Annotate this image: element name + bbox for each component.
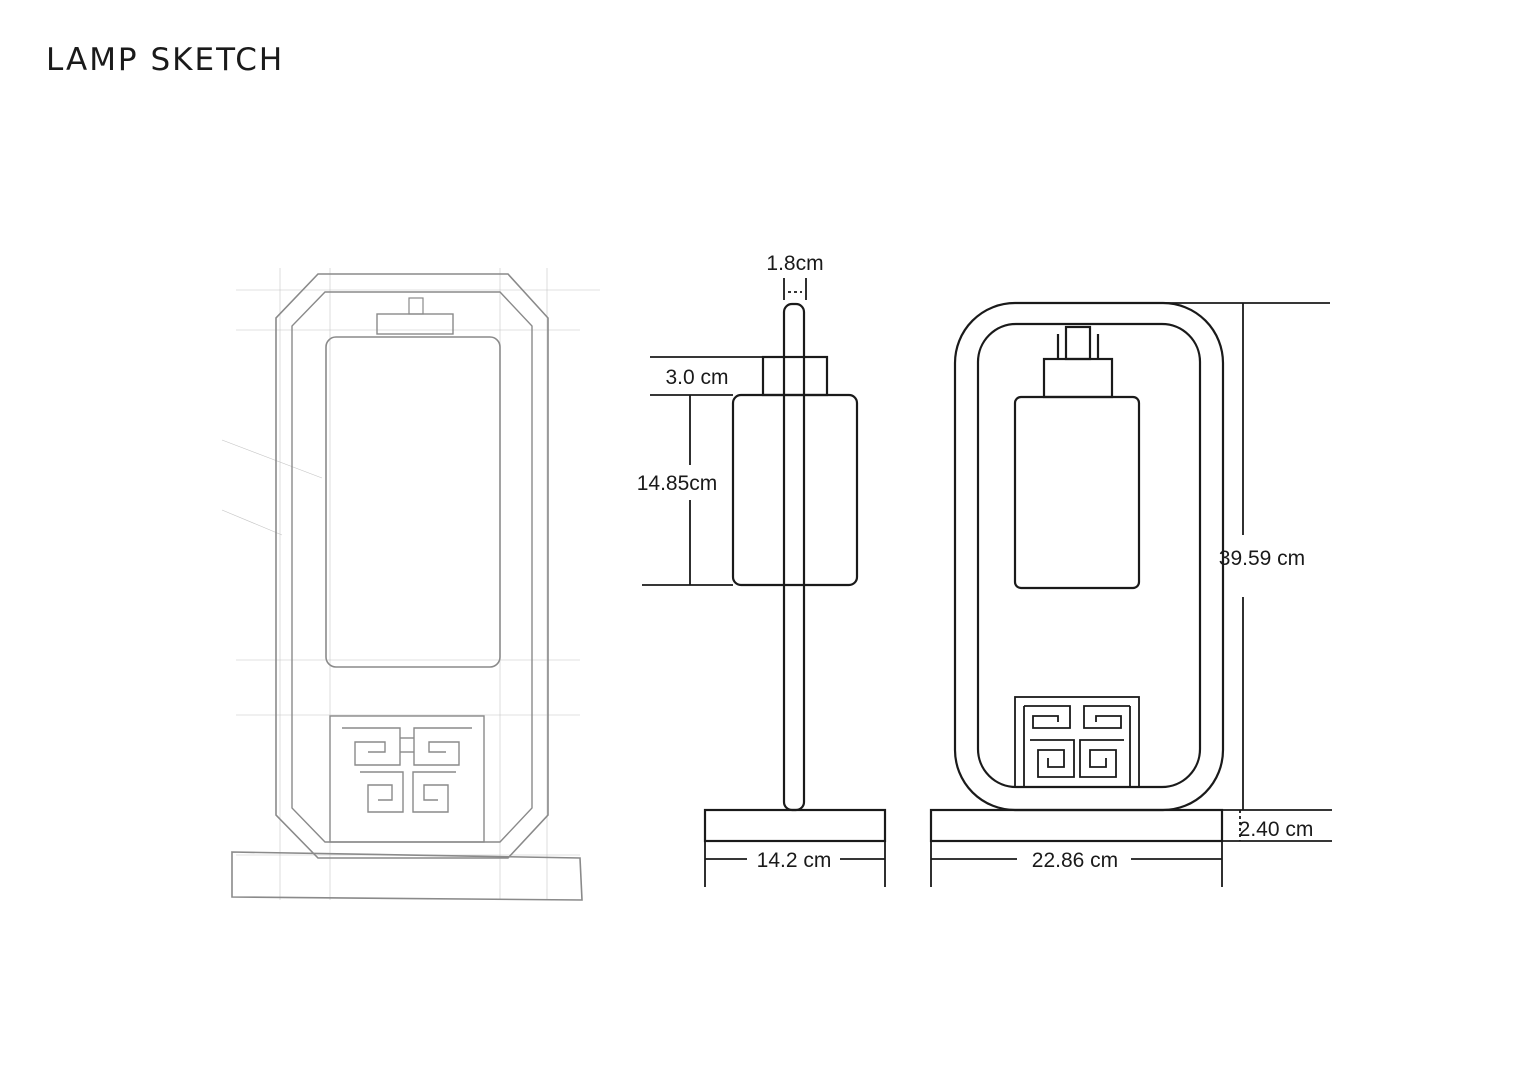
front-view-dimension-lines bbox=[930, 302, 1332, 887]
dim-rod-width: 1.8cm bbox=[766, 252, 823, 275]
side-view-rod bbox=[782, 302, 806, 812]
dim-shade-height: 14.85cm bbox=[637, 472, 718, 495]
dim-front-base-width: 22.86 cm bbox=[1032, 849, 1118, 872]
sketch-inner-frame bbox=[291, 291, 533, 843]
side-view-dimension-lines bbox=[642, 278, 886, 887]
sketch-base bbox=[231, 851, 583, 901]
sketch-meander-ornament bbox=[329, 715, 485, 843]
page-title: LAMP SKETCH bbox=[46, 42, 285, 78]
front-view-outer-frame bbox=[953, 301, 1225, 812]
front-view bbox=[929, 301, 1225, 843]
side-view-cap bbox=[761, 355, 829, 397]
sketch-shade bbox=[325, 336, 501, 668]
hand-sketch-view bbox=[221, 268, 600, 901]
front-view-socket bbox=[1064, 325, 1092, 361]
front-view-inner-frame bbox=[976, 322, 1202, 789]
front-view-base bbox=[929, 808, 1224, 843]
side-view-shade bbox=[731, 393, 859, 587]
front-view-shade bbox=[1013, 395, 1141, 590]
dim-side-base-width: 14.2 cm bbox=[757, 849, 832, 872]
front-view-meander-ornament bbox=[1014, 696, 1140, 788]
dim-cap-height: 3.0 cm bbox=[665, 366, 728, 389]
dim-base-height: 2.40 cm bbox=[1239, 818, 1314, 841]
side-view-base bbox=[703, 808, 887, 843]
sketch-socket bbox=[408, 297, 424, 315]
sketch-construction-lines bbox=[221, 268, 600, 900]
sketch-outer-frame bbox=[275, 273, 549, 859]
front-view-cap bbox=[1042, 357, 1114, 399]
sketch-cap bbox=[376, 313, 454, 335]
dim-total-height: 39.59 cm bbox=[1219, 547, 1305, 570]
side-view bbox=[703, 302, 887, 843]
